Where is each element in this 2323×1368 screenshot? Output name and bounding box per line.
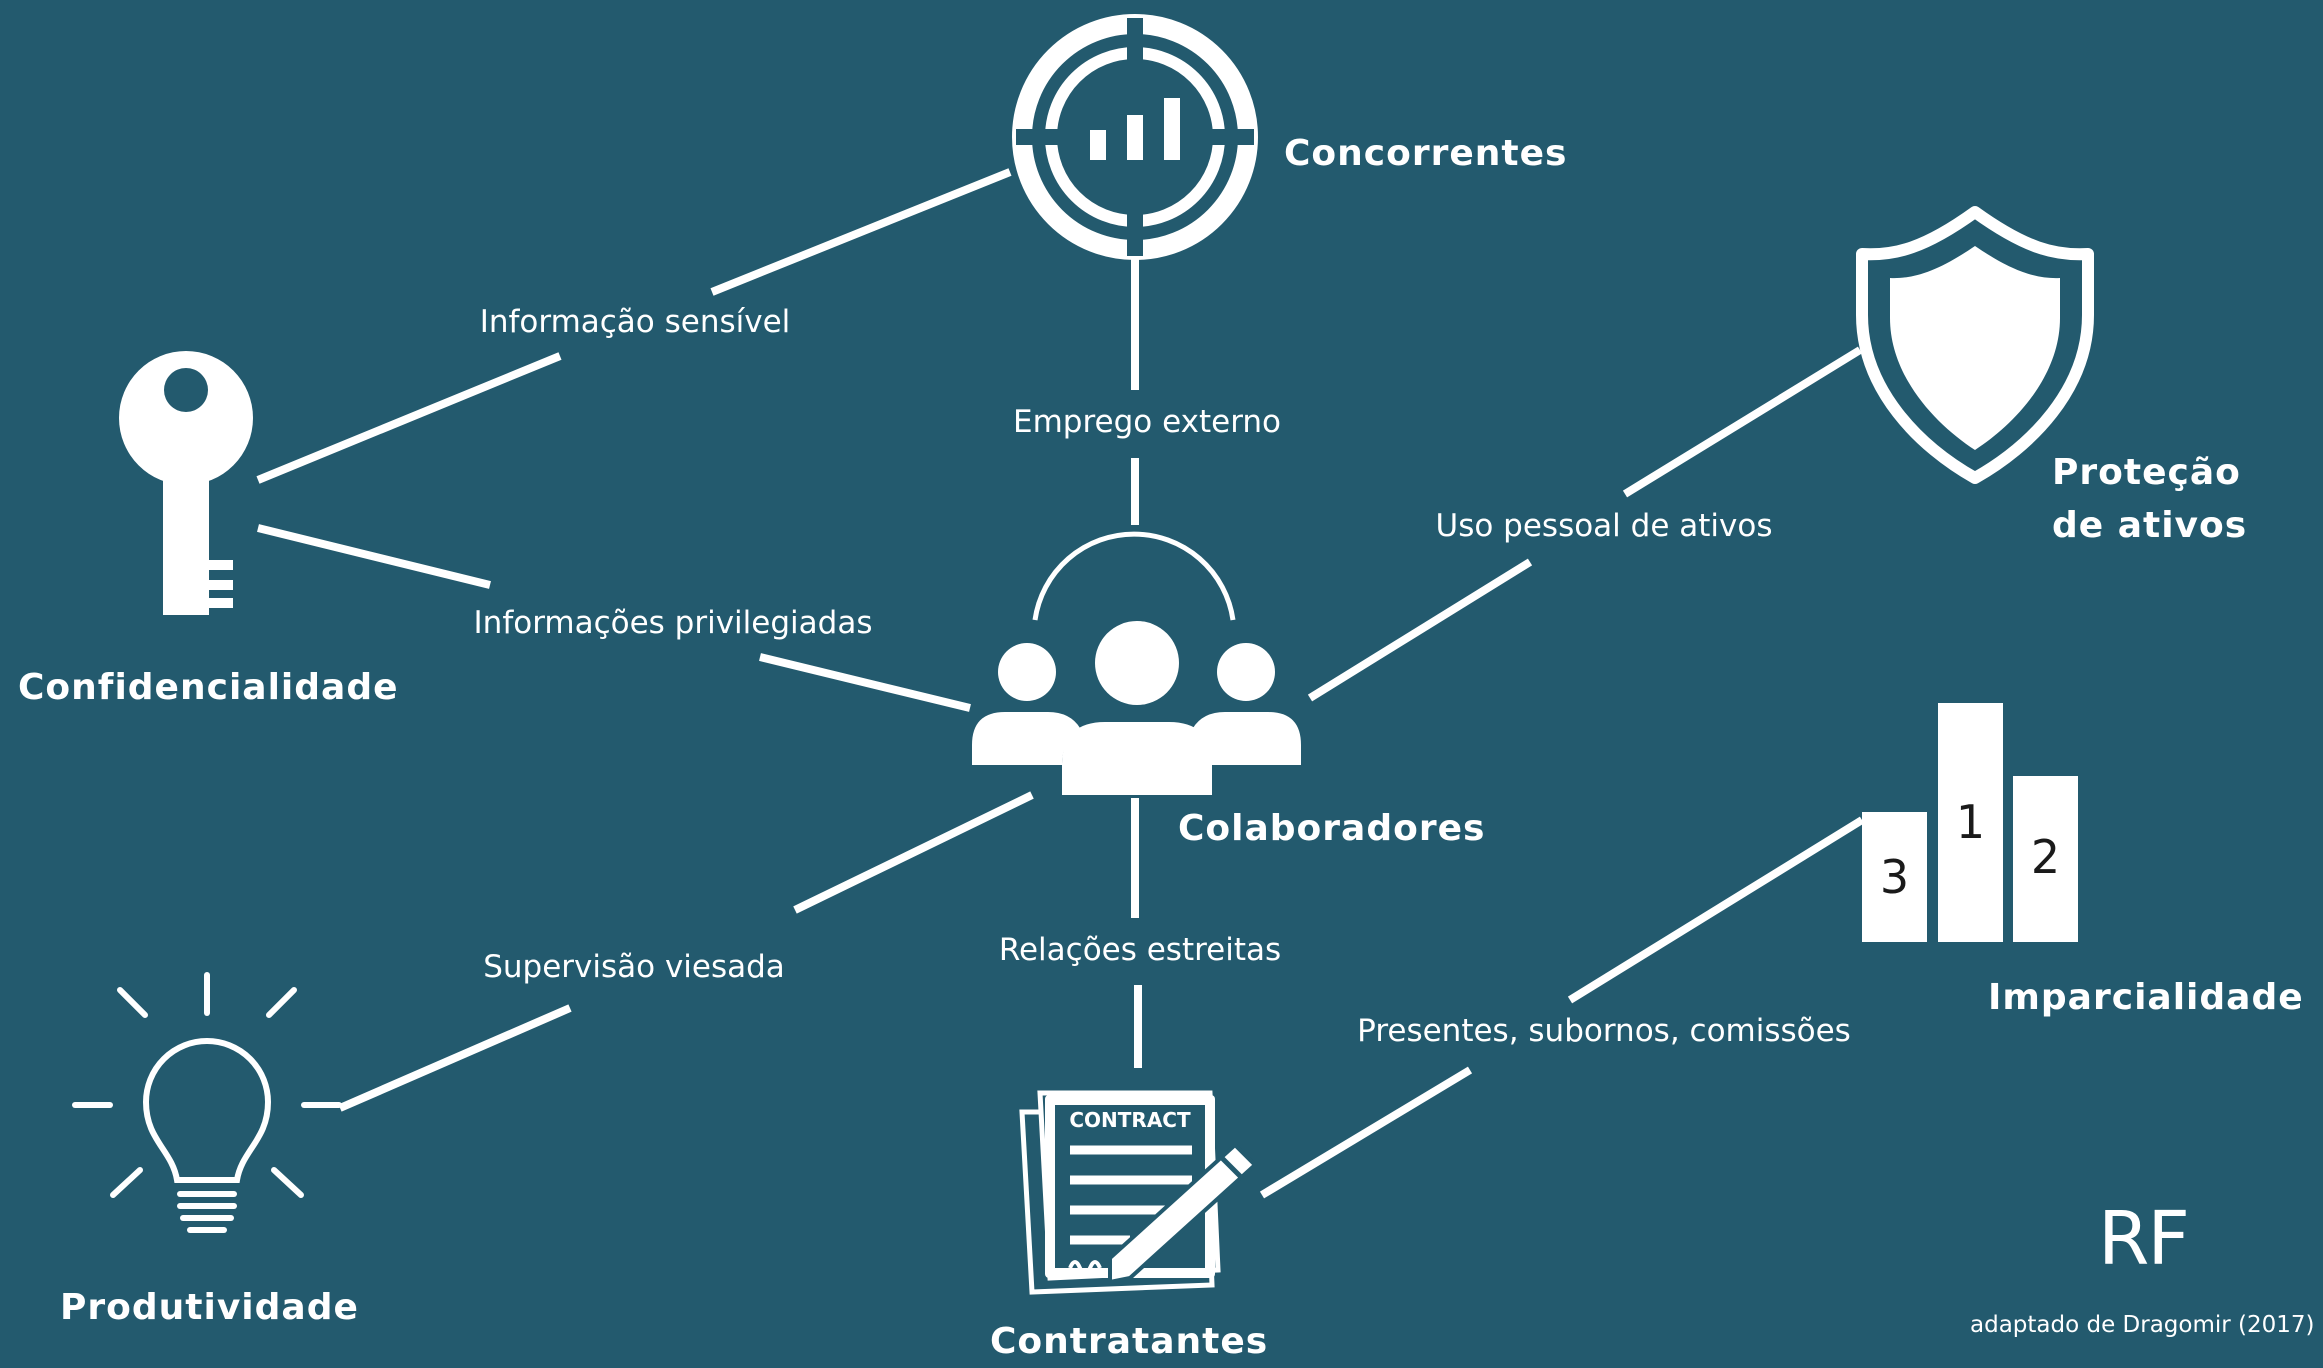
contract-document-title: CONTRACT (1069, 1108, 1191, 1132)
people-group-icon (972, 531, 1301, 795)
edge-contract-to-podium-b (1567, 816, 1865, 1004)
edge-contract-to-podium-a (1259, 1066, 1473, 1199)
node-label-protecao-line2: de ativos (2052, 505, 2248, 546)
edge-key-to-people-a (257, 524, 491, 589)
node-label-concorrentes: Concorrentes (1284, 133, 1568, 174)
node-label-colaboradores: Colaboradores (1178, 808, 1486, 849)
contract-icon (1019, 1090, 1258, 1295)
edge-key-to-people-b (759, 653, 971, 712)
podium-icon (1862, 703, 2078, 942)
pen-icon (1108, 1142, 1258, 1285)
edge-label-presentes: Presentes, subornos, comissões (1357, 1013, 1851, 1049)
podium-rank-1: 1 (1955, 795, 1986, 849)
podium-rank-2: 2 (2030, 830, 2061, 884)
edge-label-uso-pessoal: Uso pessoal de ativos (1435, 508, 1773, 544)
edge-people-to-bulb-b (338, 1004, 572, 1112)
target-chart-icon (1012, 14, 1258, 260)
node-label-confidencialidade: Confidencialidade (18, 667, 399, 708)
edge-label-relacoes-estreitas: Relações estreitas (998, 932, 1282, 968)
edge-key-to-competitors-a (256, 352, 562, 484)
node-label-protecao-line1: Proteção (2052, 452, 2241, 493)
shield-icon (1856, 206, 2094, 484)
key-icon (119, 351, 253, 615)
node-label-contratantes: Contratantes (990, 1321, 1269, 1362)
edge-label-informacao-sensivel: Informação sensível (479, 304, 791, 340)
node-label-produtividade: Produtividade (60, 1287, 359, 1328)
connector-lines (256, 168, 1865, 1199)
edge-people-to-bulb-a (793, 791, 1034, 914)
rf-logo: RF (2098, 1196, 2190, 1282)
lightbulb-icon (72, 972, 342, 1233)
edge-people-to-shield-b (1622, 346, 1863, 498)
edge-label-emprego-externo: Emprego externo (1012, 404, 1282, 440)
edge-label-informacoes-privilegiadas: Informações privilegiadas (473, 605, 873, 641)
podium-rank-3: 3 (1879, 850, 1910, 904)
node-label-imparcialidade: Imparcialidade (1988, 977, 2304, 1018)
source-credit: adaptado de Dragomir (2017) (1970, 1312, 2315, 1338)
edge-key-to-competitors-b (710, 168, 1012, 296)
edge-label-supervisao-viesada: Supervisão viesada (483, 949, 785, 985)
edge-people-to-shield-a (1307, 558, 1533, 702)
